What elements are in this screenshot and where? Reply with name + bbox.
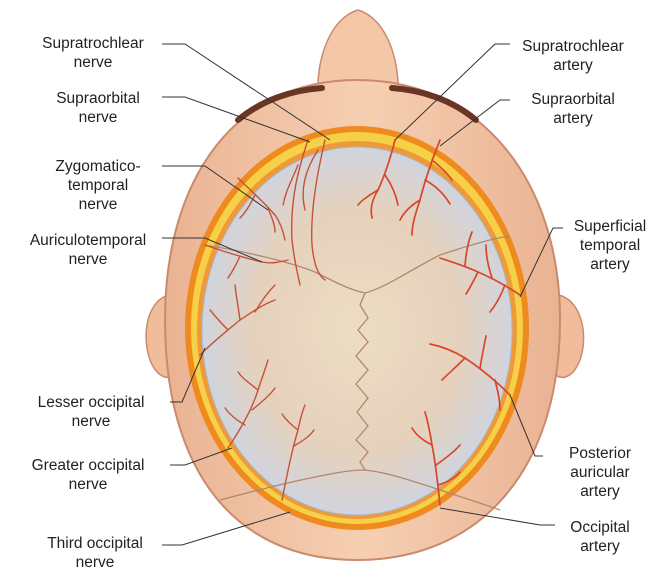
label-posterior-auricular-artery: Posterior auricular artery <box>545 444 655 501</box>
label-supraorbital-artery: Supraorbital artery <box>508 90 638 128</box>
label-line: temporal <box>28 176 168 195</box>
label-line: Greater occipital <box>8 456 168 475</box>
label-supratrochlear-nerve: Supratrochlear nerve <box>18 34 168 72</box>
label-lesser-occipital-nerve: Lesser occipital nerve <box>14 393 168 431</box>
label-line: auricular <box>545 463 655 482</box>
label-line: artery <box>560 255 660 274</box>
label-line: Supraorbital <box>508 90 638 109</box>
label-line: artery <box>508 56 638 75</box>
label-line: nerve <box>8 250 168 269</box>
label-line: Superficial <box>560 217 660 236</box>
label-line: nerve <box>14 412 168 431</box>
label-line: nerve <box>28 108 168 127</box>
label-zygomaticotemporal-nerve: Zygomatico- temporal nerve <box>28 157 168 214</box>
label-line: nerve <box>28 195 168 214</box>
label-line: Lesser occipital <box>14 393 168 412</box>
label-line: Zygomatico- <box>28 157 168 176</box>
skull-vault <box>202 147 512 515</box>
label-line: nerve <box>22 553 168 572</box>
label-line: artery <box>545 537 655 556</box>
label-auriculotemporal-nerve: Auriculotemporal nerve <box>8 231 168 269</box>
label-line: Supratrochlear <box>508 37 638 56</box>
label-line: Supratrochlear <box>18 34 168 53</box>
label-third-occipital-nerve: Third occipital nerve <box>22 534 168 572</box>
label-supraorbital-nerve: Supraorbital nerve <box>28 89 168 127</box>
label-line: nerve <box>8 475 168 494</box>
label-line: Auriculotemporal <box>8 231 168 250</box>
label-supratrochlear-artery: Supratrochlear artery <box>508 37 638 75</box>
label-line: artery <box>508 109 638 128</box>
label-line: Third occipital <box>22 534 168 553</box>
label-occipital-artery: Occipital artery <box>545 518 655 556</box>
label-greater-occipital-nerve: Greater occipital nerve <box>8 456 168 494</box>
label-superficial-temporal-artery: Superficial temporal artery <box>560 217 660 274</box>
label-line: nerve <box>18 53 168 72</box>
label-line: Occipital <box>545 518 655 537</box>
label-line: artery <box>545 482 655 501</box>
label-line: temporal <box>560 236 660 255</box>
label-line: Posterior <box>545 444 655 463</box>
label-line: Supraorbital <box>28 89 168 108</box>
